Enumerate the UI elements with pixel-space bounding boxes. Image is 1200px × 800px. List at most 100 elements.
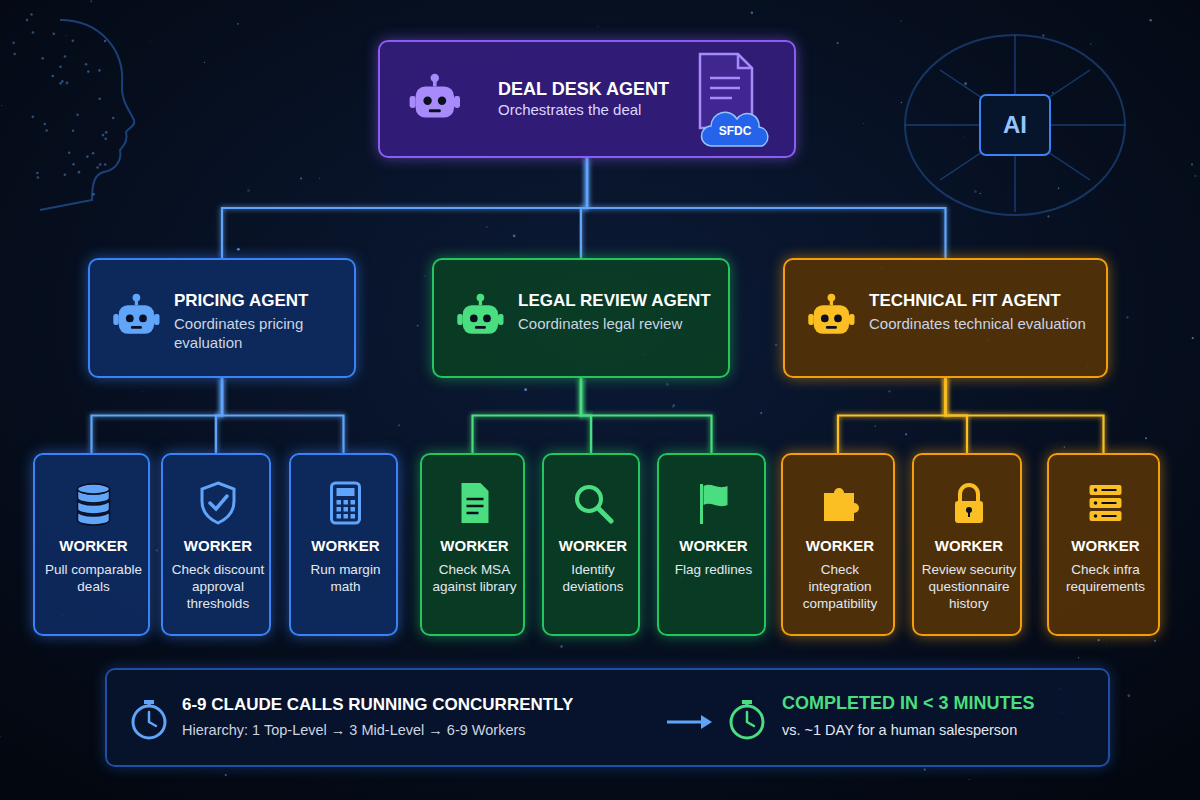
robot-ear: [154, 314, 160, 325]
star: [962, 136, 964, 138]
face-dot: [26, 19, 29, 22]
text-group: SFDC: [702, 124, 768, 139]
face-dot: [68, 151, 71, 154]
star: [1064, 446, 1065, 447]
text-group: WORKERPull comparable deals: [41, 537, 146, 596]
star: [237, 248, 240, 251]
star: [247, 189, 250, 192]
ai-chip: [980, 95, 1050, 155]
box-description: Flag redlines: [665, 562, 762, 579]
star: [1052, 92, 1053, 93]
robot-head: [463, 305, 498, 334]
shield-icon: [202, 483, 234, 523]
robot-head: [814, 305, 849, 334]
star: [95, 86, 97, 88]
star: [875, 425, 876, 426]
face-dot: [61, 80, 64, 83]
chip-label: AI: [980, 110, 1050, 140]
box-description: Check MSA against library: [428, 562, 521, 596]
box-title: COMPLETED IN < 3 MINUTES: [782, 692, 1102, 715]
star: [1090, 43, 1091, 44]
face-dot: [112, 117, 115, 120]
robot-eye: [139, 315, 147, 323]
box-description: Check integration compatibility: [789, 562, 891, 613]
star: [979, 193, 980, 194]
database-disc: [78, 511, 110, 525]
face-dot: [105, 131, 108, 134]
star: [560, 645, 562, 647]
document-fold: [738, 54, 752, 68]
text-group: WORKERCheck discount approval thresholds: [169, 537, 267, 612]
star: [901, 102, 902, 103]
calculator-key: [351, 507, 356, 512]
stopwatch-button: [144, 700, 154, 704]
star: [1042, 34, 1044, 36]
face-dot: [72, 163, 75, 166]
icon-layer: [107, 670, 1112, 769]
robot-eye: [126, 315, 134, 323]
star: [905, 433, 907, 435]
stopwatch-stem: [148, 704, 151, 706]
robot-eye: [423, 97, 431, 105]
box-description: Run margin math: [297, 562, 394, 596]
robot-icon: [113, 294, 159, 334]
star: [1047, 215, 1049, 217]
antenna-tip: [431, 74, 439, 82]
box-description: Pull comparable deals: [41, 562, 146, 596]
connector: [838, 378, 946, 453]
agent-box: LEGAL REVIEW AGENTCoordinates legal revi…: [432, 258, 730, 378]
calculator-key: [344, 500, 349, 505]
face-dot: [36, 172, 39, 175]
lock-icon: [955, 485, 983, 523]
robot-ear: [498, 314, 504, 325]
robot-head: [416, 86, 454, 117]
face-dot: [12, 42, 15, 45]
star: [237, 23, 239, 25]
face-dot: [86, 155, 89, 158]
star: [1126, 316, 1128, 318]
worker-box: WORKERReview security questionnaire hist…: [912, 453, 1022, 636]
star: [398, 424, 400, 426]
server-light: [1094, 514, 1098, 518]
connector: [946, 378, 1104, 453]
star: [1098, 639, 1100, 641]
star: [775, 344, 777, 346]
star: [417, 325, 419, 327]
antenna-tip: [133, 294, 141, 302]
face-dot: [37, 176, 40, 179]
star: [760, 412, 762, 414]
database-disc: [78, 500, 110, 514]
star: [1194, 175, 1196, 177]
star: [513, 234, 516, 237]
box-title: WORKER: [920, 537, 1018, 556]
server-slot: [1102, 489, 1117, 491]
worker-box: WORKERRun margin math: [289, 453, 398, 636]
badge-label: SFDC: [702, 124, 768, 139]
stopwatch-button: [742, 700, 752, 704]
agent-box: TECHNICAL FIT AGENTCoordinates technical…: [783, 258, 1108, 378]
cloud-badge: [701, 112, 767, 146]
document-lines: [710, 78, 740, 98]
star: [1078, 657, 1079, 658]
face-dot: [104, 138, 107, 141]
star: [524, 388, 527, 391]
star: [141, 391, 143, 393]
star: [900, 20, 901, 21]
star: [673, 404, 675, 406]
face-dot: [92, 152, 95, 155]
worker-box: WORKERCheck discount approval thresholds: [161, 453, 271, 636]
text-group: WORKER Check MSA against library: [428, 537, 521, 596]
calculator-key: [351, 514, 356, 519]
text-group: 6-9 CLAUDE CALLS RUNNING CONCURRENTLYHie…: [182, 694, 652, 739]
star: [204, 62, 205, 63]
text-group: WORKERFlag redlines: [665, 537, 762, 579]
server-slot: [1102, 515, 1117, 517]
box-title: WORKER: [428, 537, 521, 556]
text-group: WORKERCheck infra requirements: [1055, 537, 1156, 596]
face-dot: [32, 31, 35, 34]
face-dot: [64, 173, 67, 176]
star: [913, 220, 915, 222]
calculator-key: [337, 507, 342, 512]
face-dot: [104, 163, 107, 166]
